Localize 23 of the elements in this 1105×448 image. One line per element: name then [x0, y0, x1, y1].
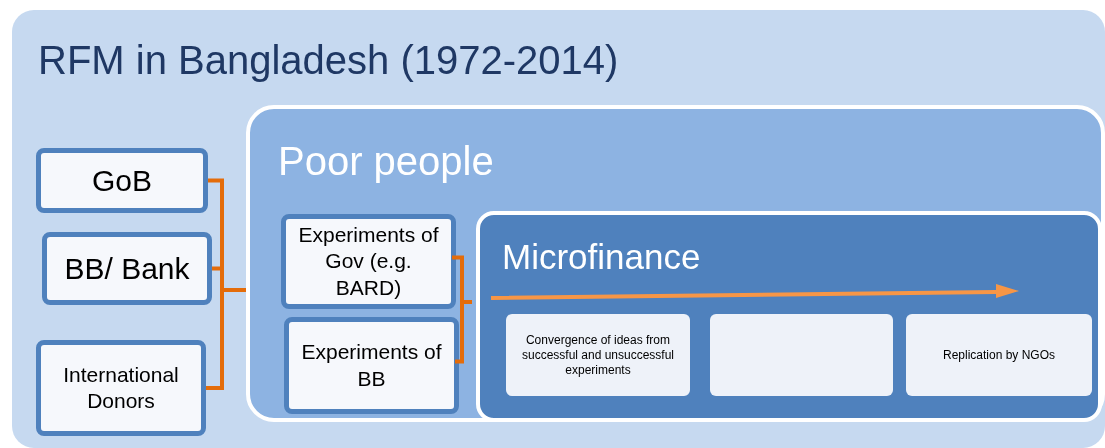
box-label: GoB — [92, 162, 152, 199]
stage-box — [906, 314, 1092, 396]
actor-box — [36, 340, 206, 436]
group-panel — [246, 105, 1105, 422]
box-label: BB/ Bank — [64, 250, 190, 287]
panel-title: Microfinance — [502, 239, 701, 274]
actor-box — [284, 317, 459, 414]
box-label: International Donors — [62, 361, 180, 414]
bracket-connector — [206, 288, 246, 390]
box-label: Experiments of Gov (e.g. BARD) — [298, 222, 439, 301]
stage-box — [506, 314, 690, 396]
outer-panel — [12, 10, 1105, 448]
bracket-connector — [455, 300, 472, 364]
panel-title: Poor people — [278, 141, 494, 181]
panel-title: RFM in Bangladesh (1972-2014) — [38, 40, 619, 80]
box-label: Replication by NGOs — [942, 347, 1055, 363]
stage-box — [710, 314, 893, 396]
actor-box — [42, 232, 212, 305]
actor-box — [36, 148, 208, 213]
box-label: Experiments of BB — [301, 339, 442, 392]
group-panel — [476, 211, 1102, 422]
actor-box — [281, 214, 456, 309]
box-label: Convergence of ideas from successful and unsuccessful experiments — [520, 332, 676, 378]
